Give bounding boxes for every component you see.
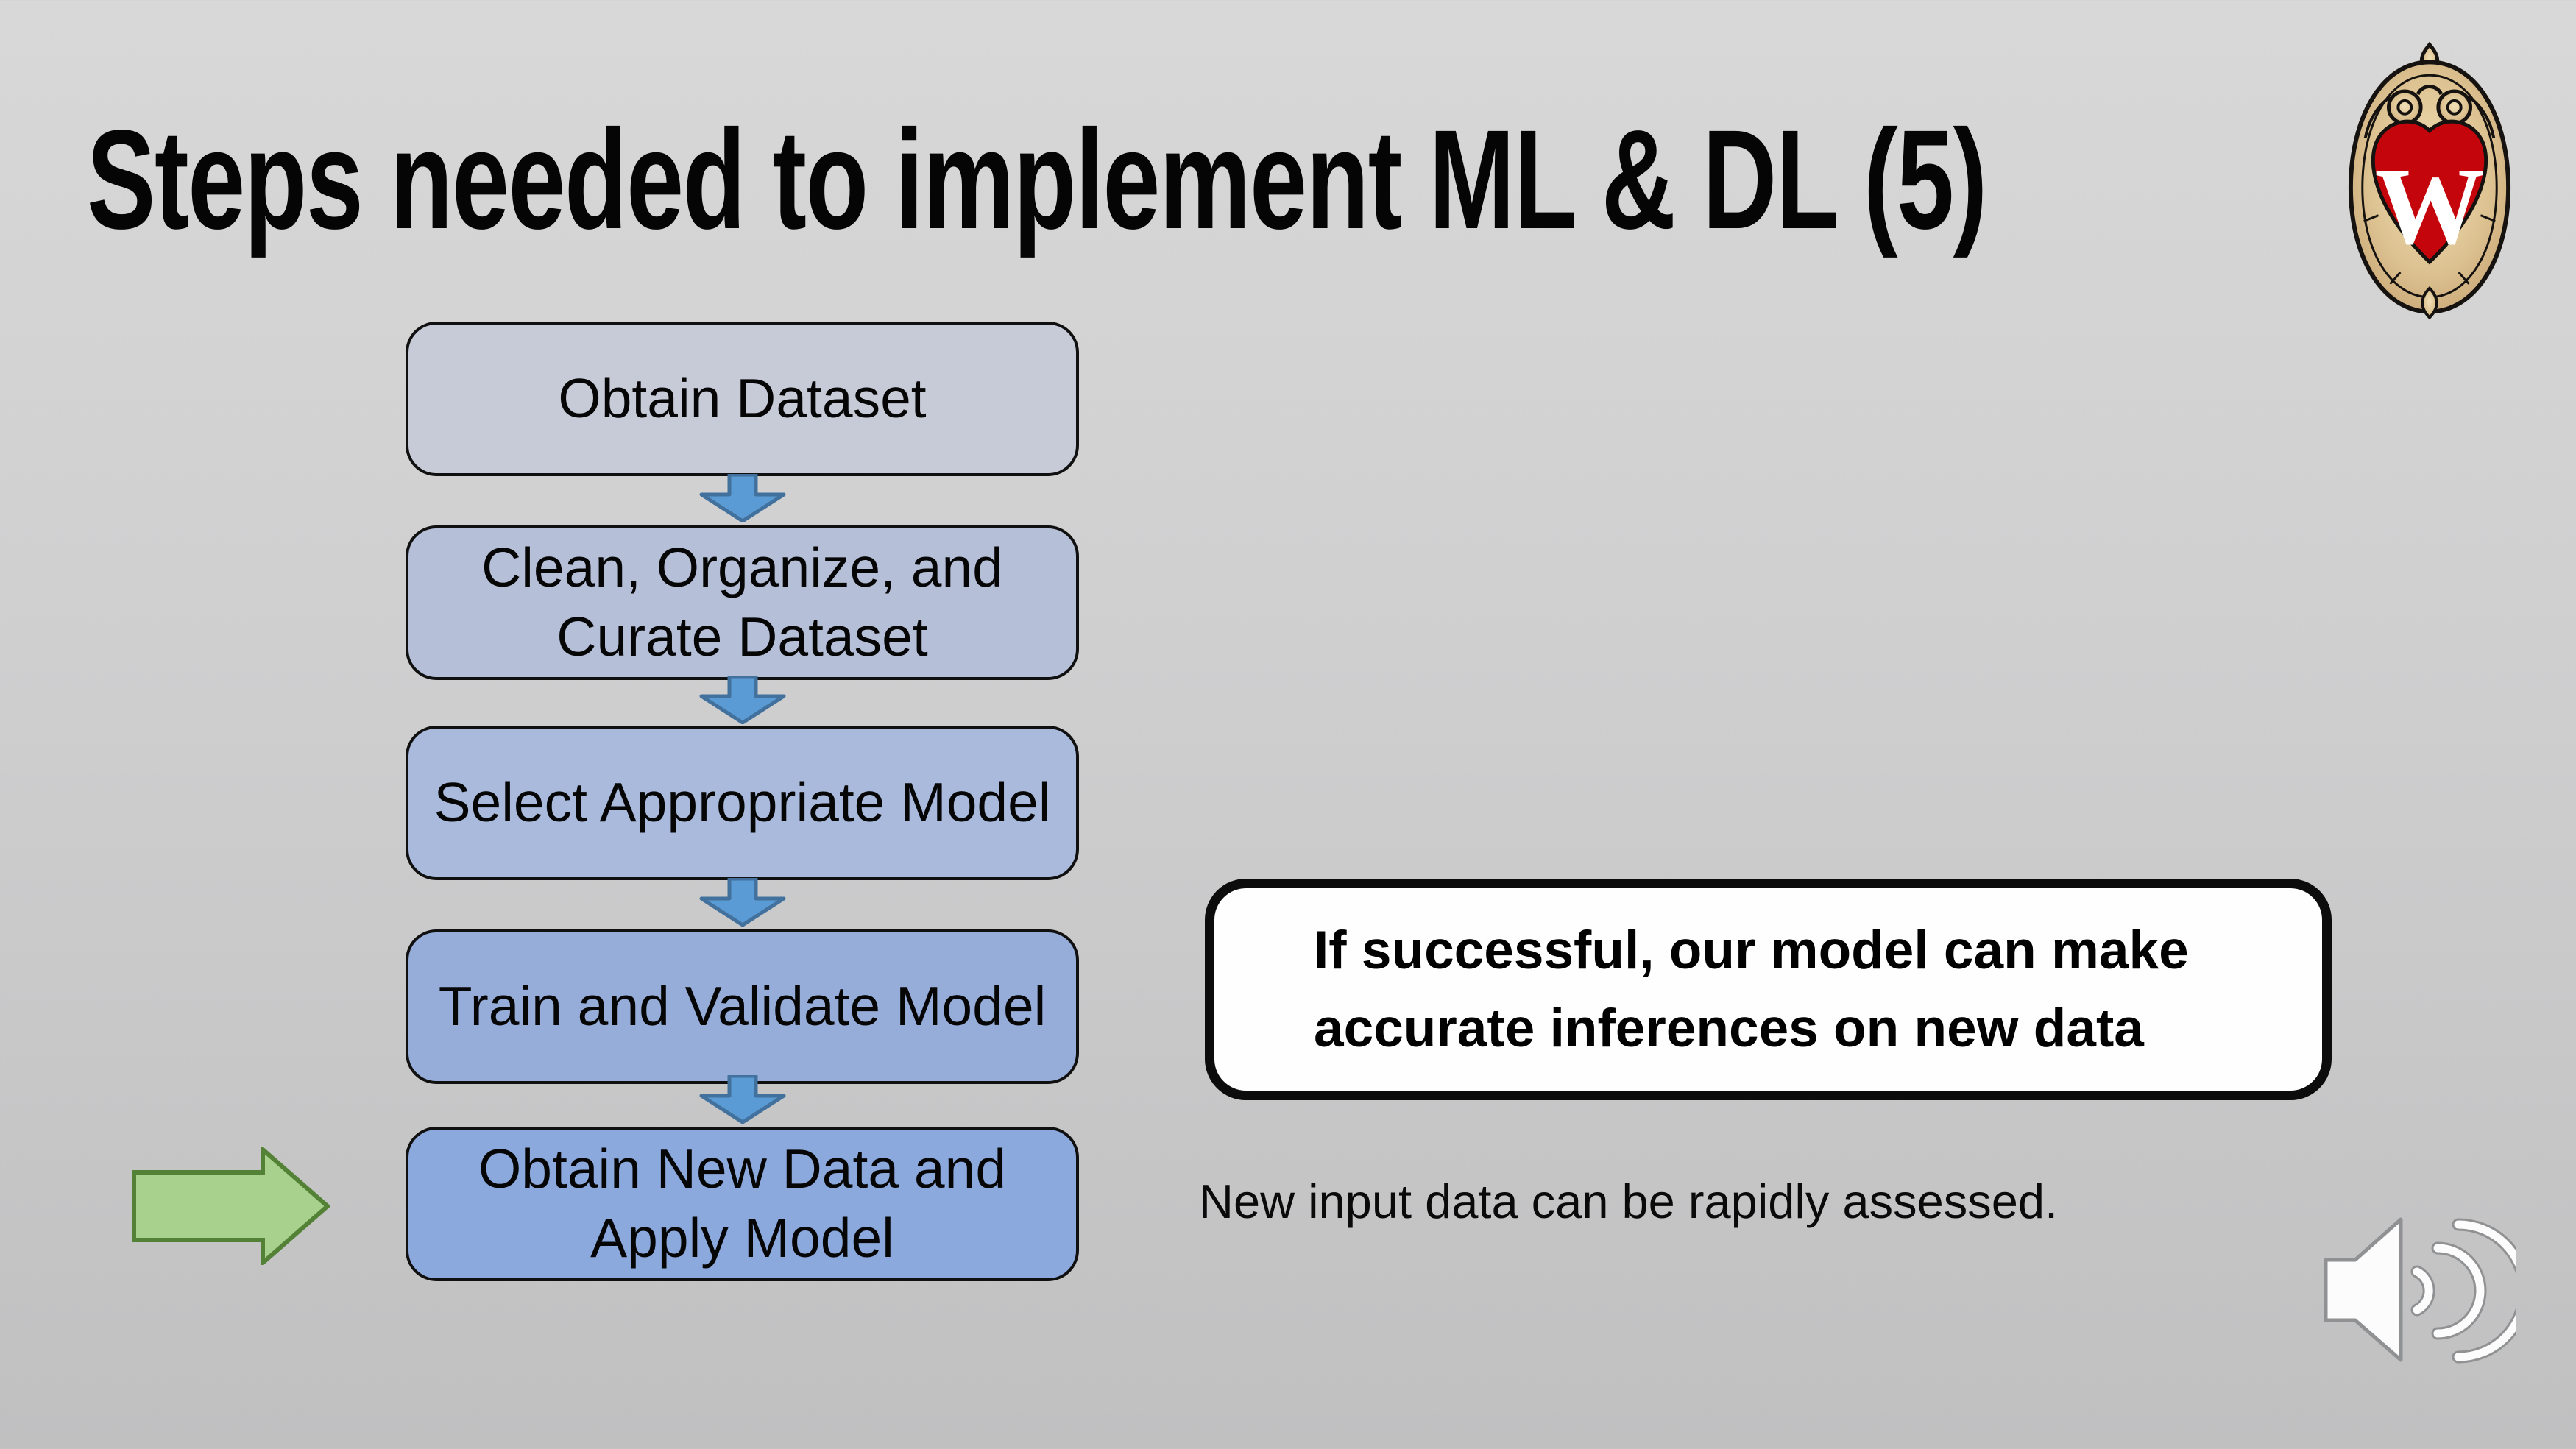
- callout-box: If successful, our model can make accura…: [1205, 879, 2332, 1100]
- callout-text: If successful, our model can make accura…: [1314, 921, 2189, 1058]
- flow-step-label: Train and Validate Model: [438, 975, 1047, 1038]
- right-arrow-icon: [132, 1147, 330, 1265]
- svg-text:W: W: [2375, 146, 2485, 267]
- speaker-sound-icon[interactable]: [2318, 1213, 2531, 1369]
- down-arrow-icon: [699, 676, 786, 724]
- flow-step-label: Obtain New Data and Apply Model: [478, 1138, 1007, 1269]
- flow-step-obtain-dataset: Obtain Dataset: [406, 322, 1079, 476]
- down-arrow-icon: [699, 1075, 786, 1124]
- flow-step-label: Clean, Organize, and Curate Dataset: [481, 536, 1003, 667]
- flow-step-obtain-new-data-apply: Obtain New Data and Apply Model: [406, 1127, 1079, 1281]
- uw-crest-graphic: W: [2348, 41, 2511, 320]
- caption-text: New input data can be rapidly assessed.: [1199, 1175, 2059, 1228]
- down-arrow-icon: [699, 474, 786, 522]
- down-arrow-icon: [699, 878, 786, 927]
- flow-step-train-validate: Train and Validate Model: [406, 929, 1079, 1084]
- flow-step-label: Select Appropriate Model: [434, 771, 1051, 834]
- flow-step-select-model: Select Appropriate Model: [406, 726, 1079, 880]
- flowchart: Obtain Dataset Clean, Organize, and Cura…: [406, 0, 1079, 1449]
- slide-title: Steps needed to implement ML & DL (5): [87, 100, 1987, 258]
- uw-crest-logo: W: [2342, 40, 2517, 322]
- speaker-graphic: [2324, 1217, 2531, 1364]
- flow-step-clean-organize-curate: Clean, Organize, and Curate Dataset: [406, 525, 1079, 680]
- flow-step-label: Obtain Dataset: [558, 367, 927, 430]
